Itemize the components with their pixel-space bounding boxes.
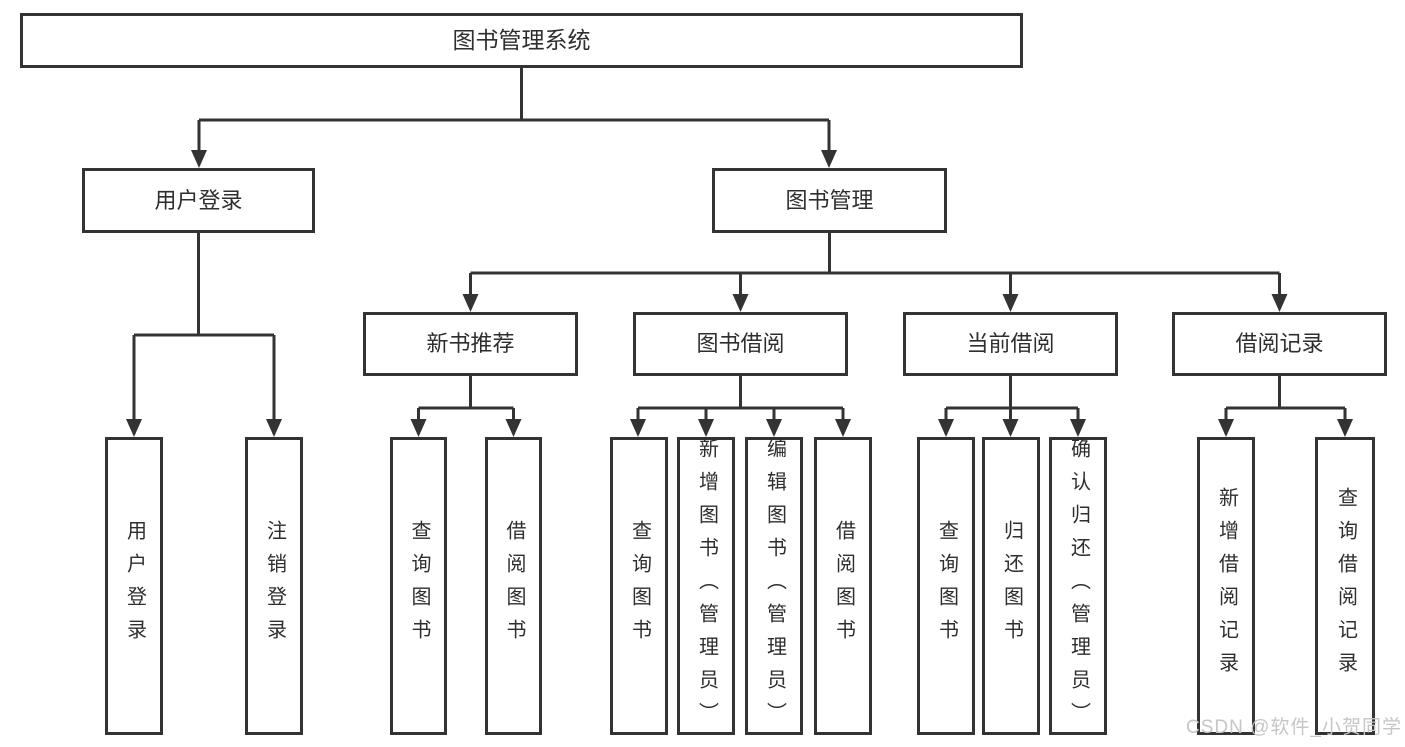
arrowheads	[126, 150, 1353, 437]
leaf-add-borrow-record: 新增借阅记录	[1197, 437, 1255, 735]
arrow-down-icon	[766, 419, 782, 437]
arrow-down-icon	[938, 419, 954, 437]
arrow-down-icon	[191, 150, 207, 168]
arrow-down-icon	[630, 419, 646, 437]
arrow-down-icon	[835, 419, 851, 437]
node-label: 用户登录	[154, 187, 243, 213]
connector-root-to-level2	[197, 68, 831, 151]
arrow-down-icon	[462, 294, 479, 312]
leaf-query-books: 查询图书	[917, 437, 975, 735]
node-current-borrowing: 当前借阅	[903, 312, 1118, 376]
leaf-confirm-return-admin: 确认归还（管理员）	[1049, 437, 1107, 735]
node-label: 查询图书	[408, 520, 430, 652]
arrow-down-icon	[505, 419, 522, 437]
arrow-down-icon	[1002, 294, 1019, 312]
leaf-query-books: 查询图书	[390, 437, 447, 735]
node-label: 新书推荐	[426, 331, 515, 356]
leaf-add-books-admin: 新增图书（管理员）	[677, 437, 735, 735]
arrow-down-icon	[1218, 419, 1234, 437]
node-label: 借阅记录	[1235, 331, 1324, 356]
arrow-down-icon	[126, 419, 142, 437]
node-label: 编辑图书（管理员）	[763, 437, 786, 735]
leaf-query-books: 查询图书	[610, 437, 668, 735]
watermark-text: CSDN @软件_小贺同学	[1186, 717, 1402, 738]
arrow-down-icon	[1070, 419, 1086, 437]
connector-borrowing-records-to-leaves	[1224, 376, 1347, 420]
node-root: 图书管理系统	[20, 13, 1023, 68]
node-label: 图书管理系统	[452, 27, 591, 53]
arrow-down-icon	[410, 419, 427, 437]
node-label: 图书管理	[785, 187, 874, 213]
leaf-edit-books-admin: 编辑图书（管理员）	[745, 437, 803, 735]
node-label: 查询图书	[628, 520, 651, 652]
node-label: 用户登录	[123, 520, 146, 652]
leaf-user-login: 用户登录	[105, 437, 163, 735]
node-user-login: 用户登录	[82, 168, 315, 233]
node-book-management: 图书管理	[712, 168, 947, 233]
node-label: 新增借阅记录	[1215, 487, 1238, 685]
leaf-query-borrow-record: 查询借阅记录	[1315, 437, 1375, 735]
node-label: 图书借阅	[696, 331, 785, 356]
node-label: 查询图书	[935, 520, 958, 652]
connector-new-book-recommend-to-leaves	[417, 376, 515, 420]
node-label: 确认归还（管理员）	[1067, 437, 1090, 735]
node-label: 查询借阅记录	[1334, 487, 1357, 685]
leaf-return-books: 归还图书	[982, 437, 1040, 735]
connector-current-borrowing-to-leaves	[944, 376, 1080, 420]
node-book-borrowing: 图书借阅	[633, 312, 848, 376]
node-new-book-recommend: 新书推荐	[363, 312, 578, 376]
arrow-down-icon	[1337, 419, 1353, 437]
arrow-down-icon	[1002, 419, 1019, 437]
arrow-down-icon	[1271, 294, 1288, 312]
node-label: 借阅图书	[503, 520, 525, 652]
leaf-borrow-books: 借阅图书	[485, 437, 542, 735]
connector-user-login-to-leaves	[132, 233, 276, 420]
node-label: 新增图书（管理员）	[695, 437, 718, 735]
node-label: 借阅图书	[832, 520, 855, 652]
arrow-down-icon	[821, 150, 837, 168]
arrow-down-icon	[266, 419, 282, 437]
node-label: 当前借阅	[966, 331, 1055, 356]
node-borrowing-records: 借阅记录	[1172, 312, 1387, 376]
connector-book-borrowing-to-leaves	[636, 376, 845, 420]
leaf-borrow-books: 借阅图书	[814, 437, 872, 735]
leaf-logout: 注销登录	[245, 437, 303, 735]
arrow-down-icon	[698, 419, 714, 437]
node-label: 归还图书	[1000, 520, 1023, 652]
arrow-down-icon	[732, 294, 749, 312]
connector-book-management-to-level3	[469, 233, 1281, 295]
node-label: 注销登录	[263, 520, 286, 652]
